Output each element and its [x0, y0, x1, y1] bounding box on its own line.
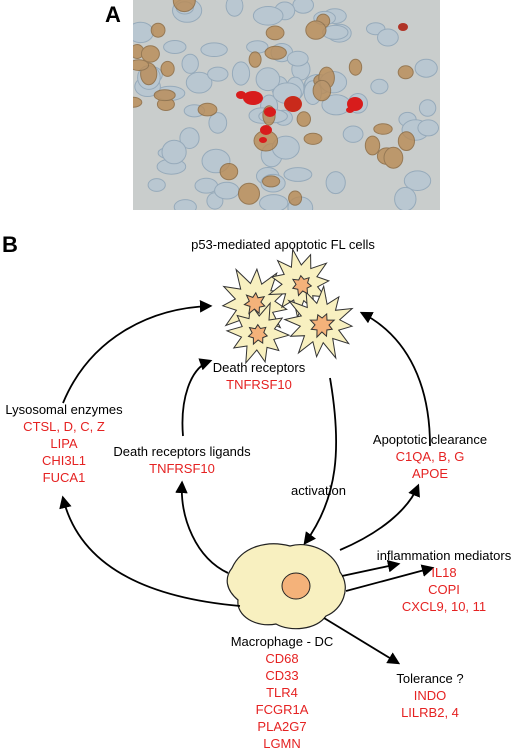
- macrophage-gene: FCGR1A: [255, 702, 309, 717]
- macrophage-gene: PLA2G7: [257, 719, 307, 734]
- death-receptors-title: Death receptors: [212, 360, 306, 375]
- macrophage-gene: LGMN: [263, 736, 301, 751]
- arrow-macrophage-to-mediators: [345, 564, 435, 592]
- lysosomal-gene: CTSL, D, C, Z: [23, 419, 105, 434]
- activation-label: activation: [291, 483, 346, 498]
- inflammation-block: inflammation mediators IL18 COPI CXCL9, …: [377, 547, 511, 615]
- ligands-gene: TNFRSF10: [149, 461, 215, 476]
- inflammation-gene: COPI: [428, 582, 460, 597]
- inflammation-gene: CXCL9, 10, 11: [401, 599, 487, 614]
- death-receptors-gene: TNFRSF10: [226, 377, 292, 392]
- arrow-macrophage-to-tolerance: [323, 617, 401, 665]
- tolerance-gene: INDO: [413, 688, 447, 703]
- clearance-title: Apoptotic clearance: [372, 432, 488, 447]
- arrow-clearance-to-cells: [359, 311, 431, 447]
- arrow-macrophage-to-ligands: [175, 480, 229, 574]
- ligands-title: Death receptors ligands: [113, 444, 251, 459]
- death-receptors-block: Death receptors TNFRSF10: [213, 359, 306, 393]
- macrophage-block: Macrophage - DC CD68 CD33 TLR4 FCGR1A PL…: [231, 633, 334, 752]
- clearance-block: Apoptotic clearance C1QA, B, G APOE: [373, 431, 487, 482]
- tolerance-title: Tolerance ?: [396, 671, 464, 686]
- tolerance-block: Tolerance ? INDO LILRB2, 4: [396, 670, 463, 721]
- panel-b-letter: B: [2, 232, 18, 257]
- lysosomal-title: Lysosomal enzymes: [5, 402, 123, 417]
- panel-a-letter: A: [105, 2, 121, 27]
- lysosomal-block: Lysosomal enzymes CTSL, D, C, Z LIPA CHI…: [5, 401, 122, 486]
- apoptotic-cells-cluster: [221, 247, 354, 365]
- clearance-gene: C1QA, B, G: [395, 449, 465, 464]
- arrow-lysosomal-to-cells: [62, 300, 213, 404]
- immunostain-micrograph: [133, 0, 440, 210]
- arrow-ligands-to-receptors: [181, 358, 213, 437]
- macrophage-gene: CD68: [265, 651, 299, 666]
- apoptotic-cells-title: p53-mediated apoptotic FL cells: [191, 237, 375, 252]
- arrow-macrophage-to-clearance: [339, 483, 420, 551]
- lysosomal-gene: CHI3L1: [41, 453, 87, 468]
- arrow-macrophage-to-inflammation: [341, 559, 401, 577]
- interaction-diagram: [59, 247, 435, 665]
- macrophage-cell: [226, 543, 346, 630]
- arrow-activation: [303, 377, 338, 546]
- macrophage-gene: CD33: [265, 668, 299, 683]
- lysosomal-gene: LIPA: [50, 436, 78, 451]
- arrow-macrophage-to-lysosomal: [59, 495, 241, 607]
- lysosomal-gene: FUCA1: [42, 470, 86, 485]
- clearance-gene: APOE: [411, 466, 449, 481]
- macrophage-gene: TLR4: [266, 685, 298, 700]
- inflammation-title: inflammation mediators: [376, 548, 512, 563]
- ligands-block: Death receptors ligands TNFRSF10: [113, 443, 250, 477]
- inflammation-gene: IL18: [431, 565, 457, 580]
- macrophage-title: Macrophage - DC: [230, 634, 334, 649]
- tolerance-gene: LILRB2, 4: [401, 705, 459, 720]
